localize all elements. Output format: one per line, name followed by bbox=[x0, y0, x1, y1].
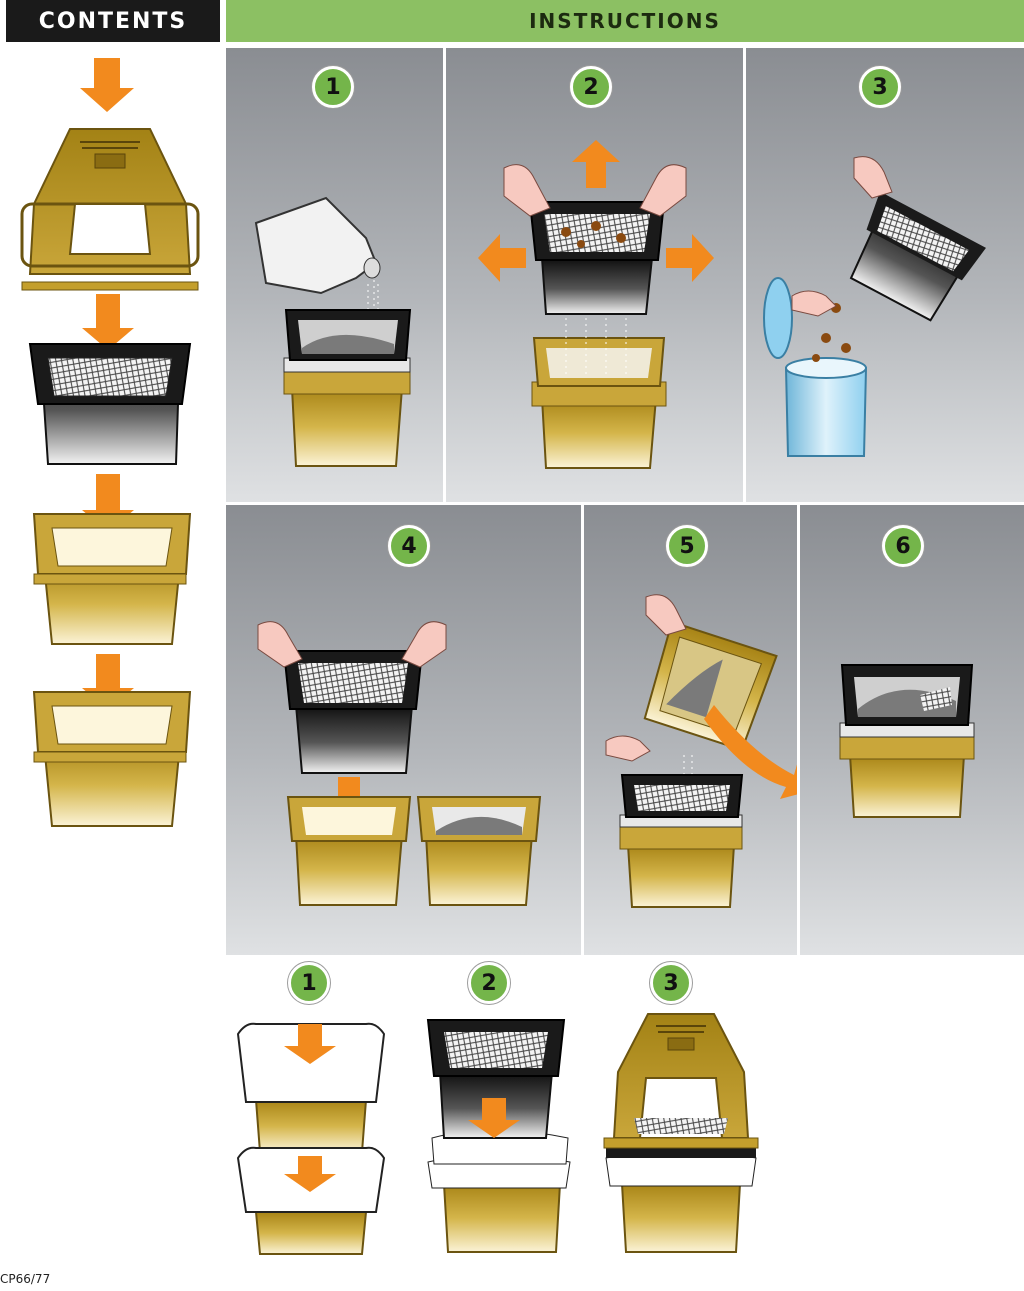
waste-bin-illustration bbox=[763, 277, 868, 457]
assembly-badge-1: 1 bbox=[288, 962, 330, 1004]
instruction-panel-6: 6 bbox=[800, 505, 1024, 955]
sifting-tray-illustration bbox=[28, 343, 192, 465]
arrow-down-icon bbox=[284, 1024, 336, 1064]
litter-tray-illustration bbox=[605, 1148, 757, 1253]
stacked-trays-illustration bbox=[619, 774, 744, 908]
contents-header: CONTENTS bbox=[6, 0, 220, 42]
swap-trays-illustration bbox=[257, 621, 542, 906]
litter-tray-illustration bbox=[427, 1129, 571, 1253]
stacked-trays-illustration bbox=[283, 309, 412, 467]
litter-bag-illustration bbox=[254, 196, 378, 295]
pour-litter-illustration bbox=[605, 594, 797, 908]
step-badge-5: 5 bbox=[666, 525, 708, 567]
hand-illustration bbox=[645, 594, 687, 636]
step-badge-6: 6 bbox=[882, 525, 924, 567]
step-badge-3: 3 bbox=[859, 66, 901, 108]
arrow-up-icon bbox=[572, 140, 620, 188]
hood-illustration bbox=[20, 128, 200, 291]
arrow-down-icon bbox=[82, 294, 134, 350]
litter-tray-illustration bbox=[32, 513, 192, 645]
instruction-panel-3: 3 bbox=[746, 48, 1024, 502]
arrow-down-icon bbox=[284, 1156, 336, 1192]
contents-column bbox=[0, 44, 224, 844]
arrow-curved-right-icon bbox=[704, 705, 797, 799]
sift-tray-fitting-illustration bbox=[426, 1019, 571, 1253]
litter-tray-illustration bbox=[286, 796, 412, 906]
step-badge-4: 4 bbox=[388, 525, 430, 567]
arrow-down-icon bbox=[80, 58, 134, 112]
instruction-panel-1: 1 bbox=[226, 48, 443, 502]
assembly-badge-3: 3 bbox=[650, 962, 692, 1004]
hand-illustration bbox=[401, 621, 447, 668]
hood-fitting-illustration bbox=[603, 1013, 759, 1253]
hand-illustration bbox=[639, 164, 687, 217]
reassembled-trays-illustration bbox=[839, 664, 975, 818]
instruction-panel-2: 2 bbox=[446, 48, 743, 502]
sifting-tray-illustration bbox=[849, 191, 986, 322]
litter-tray-illustration bbox=[416, 796, 542, 906]
product-code: CP66/77 bbox=[0, 1272, 51, 1286]
liner-fitting-illustration bbox=[236, 1022, 386, 1255]
hand-illustration bbox=[503, 164, 551, 217]
fill-litter-illustration bbox=[254, 196, 412, 467]
hand-illustration bbox=[605, 735, 651, 762]
instruction-panel-4: 4 bbox=[226, 505, 581, 955]
arrow-right-icon bbox=[666, 234, 714, 282]
litter-tray-illustration bbox=[32, 691, 192, 827]
litter-tray-illustration bbox=[236, 1022, 386, 1153]
sifting-tray-illustration bbox=[528, 201, 666, 315]
litter-tray-illustration bbox=[643, 620, 778, 752]
instruction-panel-5: 5 bbox=[584, 505, 797, 955]
sifting-tray-illustration bbox=[426, 1019, 566, 1139]
contents-illustration bbox=[20, 58, 200, 827]
assembly-badge-2: 2 bbox=[468, 962, 510, 1004]
arrow-left-icon bbox=[478, 234, 526, 282]
step-badge-2: 2 bbox=[570, 66, 612, 108]
stacked-trays-illustration bbox=[839, 664, 975, 818]
hand-illustration bbox=[257, 621, 303, 668]
assembly-step-2: 2 bbox=[410, 962, 580, 1262]
instructions-header: INSTRUCTIONS bbox=[226, 0, 1024, 42]
hand-illustration bbox=[853, 156, 893, 199]
empty-waste-illustration bbox=[763, 156, 986, 457]
assembly-step-3: 3 bbox=[596, 962, 766, 1262]
hand-illustration bbox=[791, 290, 837, 317]
stacked-trays-illustration bbox=[531, 337, 667, 469]
hood-illustration bbox=[603, 1013, 759, 1149]
arrow-down-icon bbox=[468, 1098, 520, 1138]
step-badge-1: 1 bbox=[312, 66, 354, 108]
sifting-tray-illustration bbox=[282, 650, 424, 774]
sift-tray-illustration bbox=[478, 140, 714, 469]
assembly-step-1: 1 bbox=[226, 962, 396, 1262]
